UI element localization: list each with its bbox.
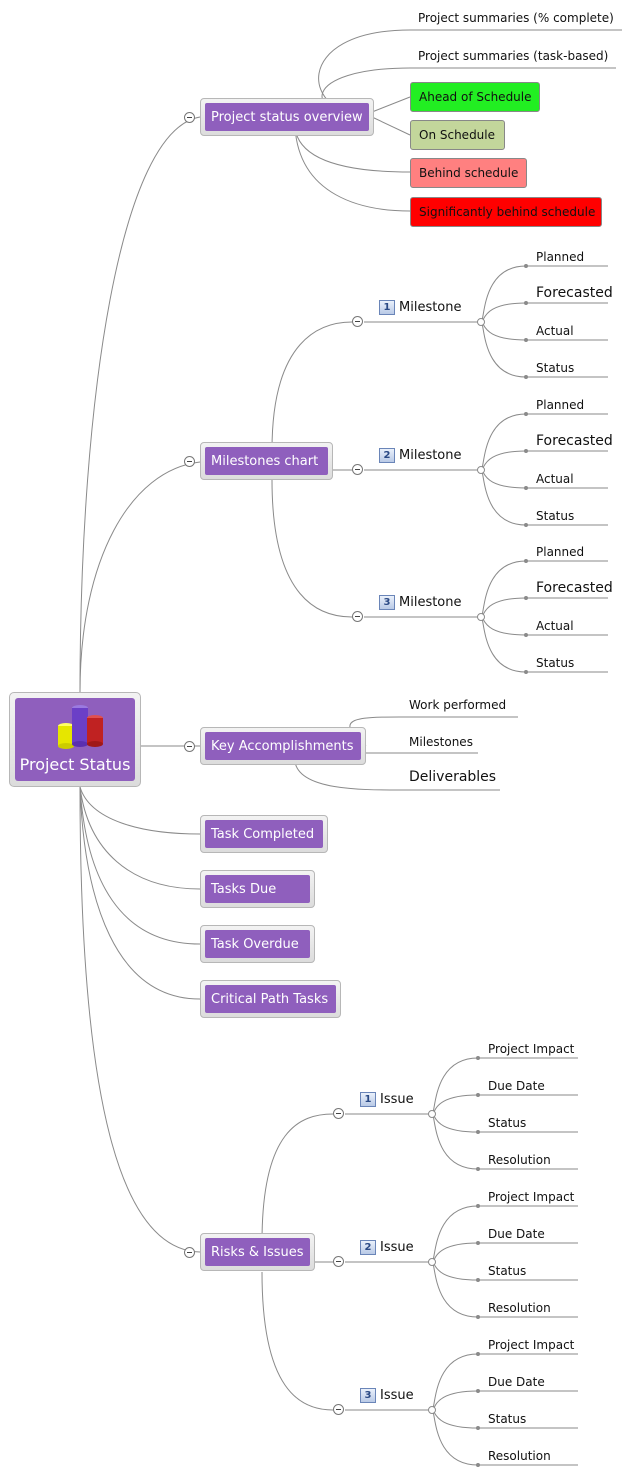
topic-risks-issues[interactable]: Risks & Issues xyxy=(200,1233,315,1271)
issue-label-2[interactable]: 2 Issue xyxy=(360,1240,414,1255)
milestone-child-status[interactable]: Status xyxy=(536,656,575,670)
milestone-child-forecasted[interactable]: Forecasted xyxy=(536,433,613,449)
status-on-schedule[interactable]: On Schedule xyxy=(410,120,505,150)
milestone-label-2[interactable]: 2 Milestone xyxy=(379,448,462,463)
number-3-icon: 3 xyxy=(360,1388,376,1403)
status-significantly-behind[interactable]: Significantly behind schedule xyxy=(410,197,602,227)
status-label: Significantly behind schedule xyxy=(419,205,596,219)
milestone-child-forecasted[interactable]: Forecasted xyxy=(536,285,613,301)
issue-child-due-date[interactable]: Due Date xyxy=(488,1375,545,1389)
issue-label-1[interactable]: 1 Issue xyxy=(360,1092,414,1107)
number-1-icon: 1 xyxy=(360,1092,376,1107)
collapse-milestones-button[interactable] xyxy=(184,456,195,467)
topic-milestones-chart[interactable]: Milestones chart xyxy=(200,442,333,480)
collapse-accomplishments-button[interactable] xyxy=(184,741,195,752)
issue-label-text: Issue xyxy=(380,1240,414,1255)
number-2-icon: 2 xyxy=(360,1240,376,1255)
status-label: On Schedule xyxy=(419,128,496,142)
issue-child-due-date[interactable]: Due Date xyxy=(488,1227,545,1241)
number-2-icon: 2 xyxy=(379,448,395,463)
status-label: Behind schedule xyxy=(419,166,519,180)
milestone-child-actual[interactable]: Actual xyxy=(536,472,574,486)
accomplishment-deliverables[interactable]: Deliverables xyxy=(409,769,497,785)
accomplishment-work-performed[interactable]: Work performed xyxy=(409,698,507,712)
topic-project-status-overview[interactable]: Project status overview xyxy=(200,98,374,136)
milestone-label-text: Milestone xyxy=(399,300,462,315)
issue-child-project-impact[interactable]: Project Impact xyxy=(488,1042,575,1056)
issue-child-resolution[interactable]: Resolution xyxy=(488,1153,551,1167)
issue-label-3[interactable]: 3 Issue xyxy=(360,1388,414,1403)
issue-collapse-button-3[interactable] xyxy=(333,1404,344,1415)
central-topic[interactable]: Project Status xyxy=(9,692,141,787)
issue-child-project-impact[interactable]: Project Impact xyxy=(488,1190,575,1204)
issue-child-resolution[interactable]: Resolution xyxy=(488,1449,551,1463)
milestone-label-3[interactable]: 3 Milestone xyxy=(379,595,462,610)
issue-label-text: Issue xyxy=(380,1388,414,1403)
milestone-collapse-button-2[interactable] xyxy=(352,464,363,475)
central-topic-label: Project Status xyxy=(19,755,131,774)
topic-label: Task Completed xyxy=(205,820,323,848)
milestone-label-text: Milestone xyxy=(399,448,462,463)
topic-label: Critical Path Tasks xyxy=(205,985,336,1013)
issue-child-resolution[interactable]: Resolution xyxy=(488,1301,551,1315)
issue-child-status[interactable]: Status xyxy=(488,1116,527,1130)
collapse-risks-button[interactable] xyxy=(184,1247,195,1258)
milestone-child-planned[interactable]: Planned xyxy=(536,398,585,412)
milestone-child-forecasted[interactable]: Forecasted xyxy=(536,580,613,596)
topic-key-accomplishments[interactable]: Key Accomplishments xyxy=(200,727,366,765)
number-3-icon: 3 xyxy=(379,595,395,610)
topic-critical-path-tasks[interactable]: Critical Path Tasks xyxy=(200,980,341,1018)
milestone-child-planned[interactable]: Planned xyxy=(536,250,585,264)
milestone-child-status[interactable]: Status xyxy=(536,509,575,523)
subtopic-summary-task[interactable]: Project summaries (task-based) xyxy=(418,49,609,63)
issue-child-status[interactable]: Status xyxy=(488,1412,527,1426)
topic-label: Milestones chart xyxy=(205,447,328,475)
issue-label-text: Issue xyxy=(380,1092,414,1107)
number-1-icon: 1 xyxy=(379,300,395,315)
status-behind-schedule[interactable]: Behind schedule xyxy=(410,158,527,188)
milestone-child-actual[interactable]: Actual xyxy=(536,619,574,633)
milestone-child-actual[interactable]: Actual xyxy=(536,324,574,338)
topic-tasks-due[interactable]: Tasks Due xyxy=(200,870,315,908)
collapse-overview-button[interactable] xyxy=(184,112,195,123)
topic-task-overdue[interactable]: Task Overdue xyxy=(200,925,315,963)
issue-collapse-button-2[interactable] xyxy=(333,1256,344,1267)
milestone-child-planned[interactable]: Planned xyxy=(536,545,585,559)
milestone-collapse-button-3[interactable] xyxy=(352,611,363,622)
issue-collapse-button-1[interactable] xyxy=(333,1108,344,1119)
milestone-label-text: Milestone xyxy=(399,595,462,610)
topic-label: Tasks Due xyxy=(205,875,310,903)
topic-label: Risks & Issues xyxy=(205,1238,310,1266)
topic-task-completed[interactable]: Task Completed xyxy=(200,815,328,853)
bar-chart-icon xyxy=(58,705,103,749)
milestone-collapse-button-1[interactable] xyxy=(352,316,363,327)
issue-child-due-date[interactable]: Due Date xyxy=(488,1079,545,1093)
topic-label: Project status overview xyxy=(205,103,369,131)
accomplishment-milestones[interactable]: Milestones xyxy=(409,735,473,749)
status-label: Ahead of Schedule xyxy=(419,90,532,104)
issue-child-status[interactable]: Status xyxy=(488,1264,527,1278)
topic-label: Key Accomplishments xyxy=(205,732,361,760)
milestone-child-status[interactable]: Status xyxy=(536,361,575,375)
milestone-label-1[interactable]: 1 Milestone xyxy=(379,300,462,315)
status-ahead-of-schedule[interactable]: Ahead of Schedule xyxy=(410,82,540,112)
subtopic-summary-percent[interactable]: Project summaries (% complete) xyxy=(418,11,614,25)
topic-label: Task Overdue xyxy=(205,930,310,958)
issue-child-project-impact[interactable]: Project Impact xyxy=(488,1338,575,1352)
